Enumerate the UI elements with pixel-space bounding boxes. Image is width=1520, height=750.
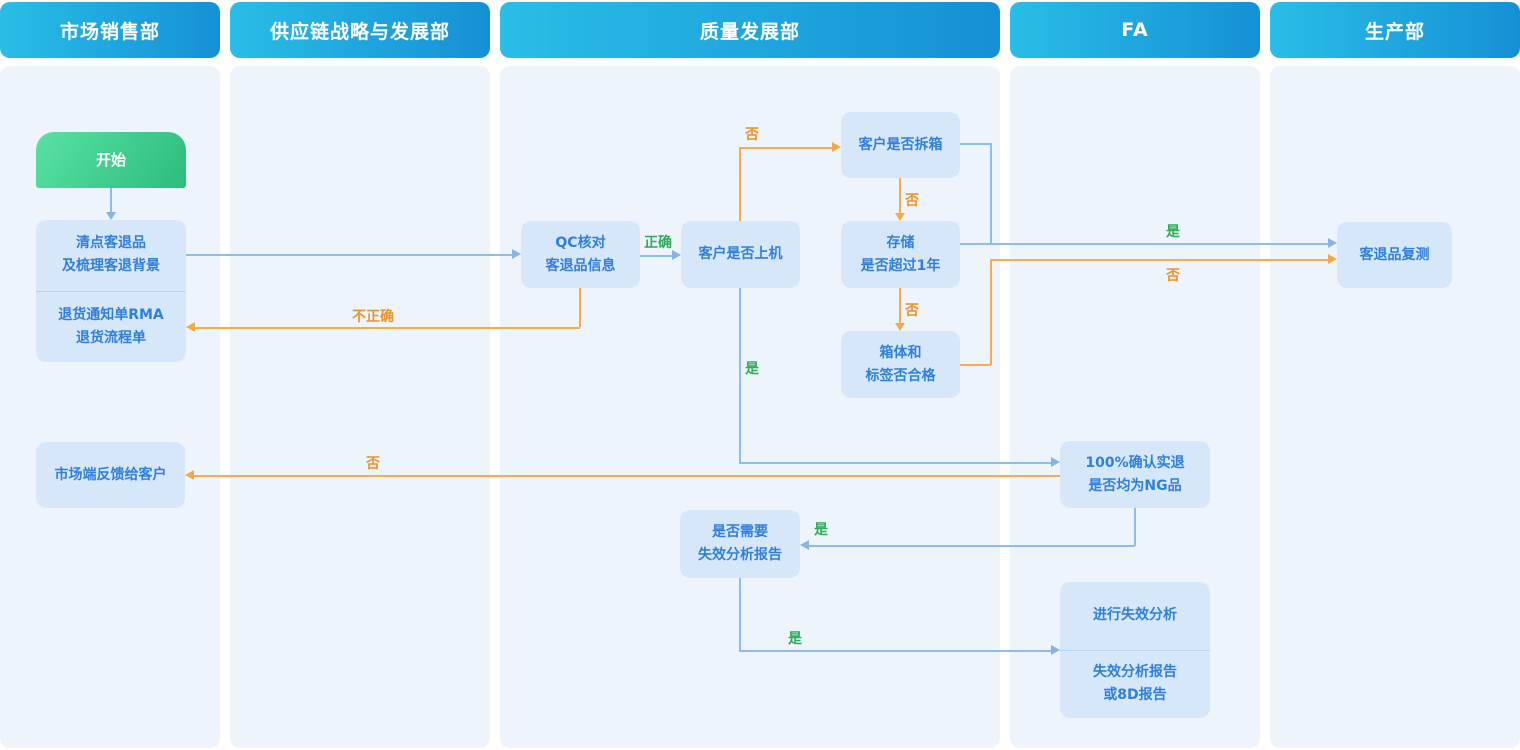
edge-storage-no: [899, 288, 901, 324]
lane-header-production: 生产部: [1270, 2, 1520, 58]
edge-qc-incorrect-v: [579, 288, 581, 327]
node-fa-analysis-group: 进行失效分析 失效分析报告 或8D报告: [1060, 582, 1210, 718]
node-text: 是否需要: [712, 524, 768, 540]
edge-onmachine-no-h: [739, 147, 834, 149]
arrow-down-icon: [895, 323, 905, 331]
node-text: 标签否合格: [865, 367, 936, 384]
edge-boxlabel-no-h1: [960, 364, 991, 366]
node-text: 退货流程单: [76, 329, 146, 346]
edge-needfa-yes-v: [739, 578, 741, 650]
node-start: 开始: [36, 132, 186, 188]
node-qc-check: QC核对 客退品信息: [521, 221, 640, 288]
node-text: 客退品复测: [1359, 246, 1430, 263]
label-no-box-label: 否: [1166, 268, 1180, 284]
node-market-feedback: 市场端反馈给客户: [36, 442, 185, 508]
edge-boxlabel-no-v: [990, 259, 992, 365]
node-customer-on-machine: 客户是否上机: [681, 221, 800, 288]
edge-onmachine-yes-v: [739, 288, 741, 463]
label-no-unboxed: 否: [905, 193, 919, 209]
label-correct: 正确: [644, 235, 672, 251]
node-text: 客退品信息: [545, 257, 616, 274]
edge-boxlabel-no-h2: [990, 259, 1329, 261]
arrow-right-icon: [1328, 254, 1337, 264]
node-do-fa: 进行失效分析: [1060, 582, 1210, 651]
arrow-left-icon: [185, 470, 194, 480]
edge-start-to-count: [110, 188, 112, 214]
node-text: 箱体和: [879, 344, 922, 361]
edge-count-to-qc: [186, 254, 512, 256]
node-retest: 客退品复测: [1337, 222, 1452, 288]
arrow-down-icon: [106, 212, 116, 220]
edge-unboxed-join-h: [960, 143, 991, 145]
node-fa-report: 失效分析报告 或8D报告: [1060, 651, 1210, 719]
arrow-right-icon: [1328, 238, 1337, 248]
arrow-right-icon: [1051, 457, 1060, 467]
node-count-returns: 清点客退品 及梳理客退背景: [36, 220, 186, 292]
node-text: 市场端反馈给客户: [54, 466, 167, 483]
edge-unboxed-join-v: [990, 143, 992, 244]
node-text: 100%确认实退: [1085, 454, 1185, 471]
label-incorrect: 不正确: [352, 309, 394, 325]
edge-ng-yes-h: [808, 545, 1135, 547]
edge-qc-incorrect-h: [193, 327, 580, 329]
lane-header-fa: FA: [1010, 2, 1260, 58]
arrow-right-icon: [672, 250, 681, 260]
lane-header-quality-dev: 质量发展部: [500, 2, 1000, 58]
node-text: 客户是否拆箱: [858, 136, 943, 153]
node-customer-unboxed: 客户是否拆箱: [841, 112, 960, 178]
arrow-right-icon: [832, 142, 841, 152]
label-yes-need-fa: 是: [788, 631, 802, 647]
node-count-returns-rma: 清点客退品 及梳理客退背景 退货通知单RMA 退货流程单: [36, 220, 186, 362]
edge-unboxed-no: [899, 178, 901, 214]
node-text: 失效分析报告: [698, 547, 782, 563]
node-confirm-ng: 100%确认实退 是否均为NG品: [1060, 441, 1210, 508]
lane-body-supply-chain: [230, 66, 490, 748]
label-no-all-ng: 否: [366, 456, 380, 472]
node-text: 客户是否上机: [698, 246, 783, 262]
node-text: 或8D报告: [1103, 687, 1167, 704]
node-need-fa-report: 是否需要 失效分析报告: [680, 510, 800, 578]
arrow-down-icon: [895, 213, 905, 221]
lane-header-marketing-sales: 市场销售部: [0, 2, 220, 58]
label-yes-storage: 是: [1166, 224, 1180, 240]
label-yes-all-ng: 是: [814, 522, 828, 538]
arrow-right-icon: [512, 249, 521, 259]
edge-onmachine-yes-h: [739, 462, 1053, 464]
node-text: 失效分析报告: [1093, 664, 1177, 681]
lane-header-supply-chain: 供应链战略与发展部: [230, 2, 490, 58]
node-text: QC核对: [555, 234, 606, 251]
node-box-label-ok: 箱体和 标签否合格: [841, 331, 960, 398]
arrow-right-icon: [1051, 645, 1060, 655]
node-text: 存储: [886, 234, 915, 251]
node-rma-form: 退货通知单RMA 退货流程单: [36, 292, 186, 363]
arrow-left-icon: [186, 322, 195, 332]
label-yes-on-machine: 是: [745, 361, 759, 377]
node-storage-over-1y: 存储 是否超过1年: [841, 221, 960, 288]
edge-ng-yes-v: [1134, 508, 1136, 546]
edge-storage-yes-retest: [960, 243, 1329, 245]
node-start-label: 开始: [95, 150, 126, 169]
node-text: 退货通知单RMA: [58, 306, 164, 323]
edge-ng-no-feedback: [192, 475, 1060, 477]
arrow-left-icon: [800, 540, 809, 550]
edge-qc-to-onmachine: [640, 255, 672, 257]
edge-onmachine-no-v: [739, 147, 741, 221]
node-text: 是否超过1年: [860, 257, 941, 274]
edge-needfa-yes-h: [739, 650, 1053, 652]
lane-body-quality-dev: [500, 66, 1000, 748]
label-no-storage: 否: [905, 303, 919, 319]
node-text: 进行失效分析: [1093, 607, 1177, 624]
label-no-on-machine: 否: [745, 127, 759, 143]
lane-body-production: [1270, 66, 1520, 748]
node-text: 是否均为NG品: [1088, 477, 1182, 494]
node-text: 及梳理客退背景: [62, 258, 160, 275]
node-text: 清点客退品: [76, 235, 146, 252]
